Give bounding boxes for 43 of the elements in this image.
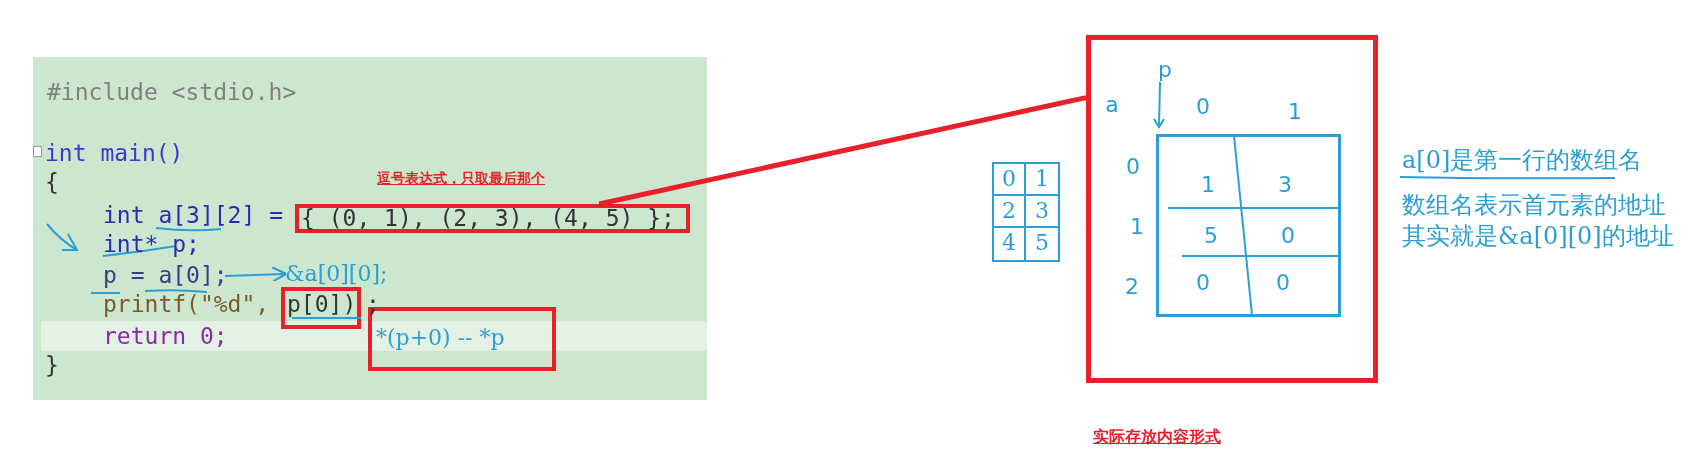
arrow [224, 266, 288, 283]
handwritten-label: a [1105, 93, 1119, 117]
handwritten-label: 1 [1288, 100, 1302, 124]
code-line: int main() [45, 139, 184, 167]
code-line: return 0; [103, 322, 228, 350]
code-line: } [45, 351, 59, 379]
handwritten-value: 0 [1281, 224, 1295, 248]
note: 数组名表示首元素的地址其实就是&a[0][0]的地址 [1402, 190, 1675, 252]
handwritten-label: p [1158, 58, 1172, 82]
code-line: ; [366, 290, 380, 318]
note: a[0]是第一行的数组名 [1402, 145, 1643, 176]
code-line: { [45, 168, 59, 196]
code-line: int* p; [103, 230, 200, 258]
table-cell-text: 5 [1034, 229, 1050, 257]
handwritten-label: 2 [1125, 275, 1139, 299]
handwritten-label: 0 [1196, 95, 1210, 119]
handwritten-value: 5 [1204, 224, 1218, 248]
table-cell: 0 [994, 164, 1026, 196]
handwritten-value: 0 [1196, 271, 1210, 295]
handwritten-value: 3 [1278, 173, 1292, 197]
code-text: { (0, 1), (2, 3), (4, 5) }; [301, 204, 675, 232]
code-line: int a[3][2] = [103, 201, 283, 229]
handwritten-note: *(p+0) -- *p [376, 325, 505, 351]
table-cell: 4 [994, 228, 1026, 260]
code-line: #include <stdio.h> [47, 78, 297, 106]
table-cell: 1 [1026, 164, 1058, 196]
node-label: 实际存放内容形式 [1093, 427, 1221, 447]
handwritten-value: 0 [1276, 271, 1290, 295]
annotation: 逗号表达式，只取最后那个 [377, 169, 545, 187]
highlight-box [1086, 35, 1378, 383]
handwritten-value: 1 [1201, 173, 1215, 197]
array-table [992, 162, 1060, 262]
code-line: printf("%d", [103, 290, 270, 318]
handwritten-note: &a[0][0]; [285, 261, 388, 287]
highlight-box [281, 287, 361, 329]
handwritten-label: 0 [1126, 155, 1140, 179]
table-cell: 3 [1026, 196, 1058, 228]
code-text: p[0]) [287, 290, 357, 318]
handwritten-label: 1 [1130, 215, 1144, 239]
code-line: p = a[0]; [103, 261, 228, 289]
table-cell: 2 [994, 196, 1026, 228]
code-panel [33, 57, 707, 400]
connector-line [598, 95, 1087, 207]
